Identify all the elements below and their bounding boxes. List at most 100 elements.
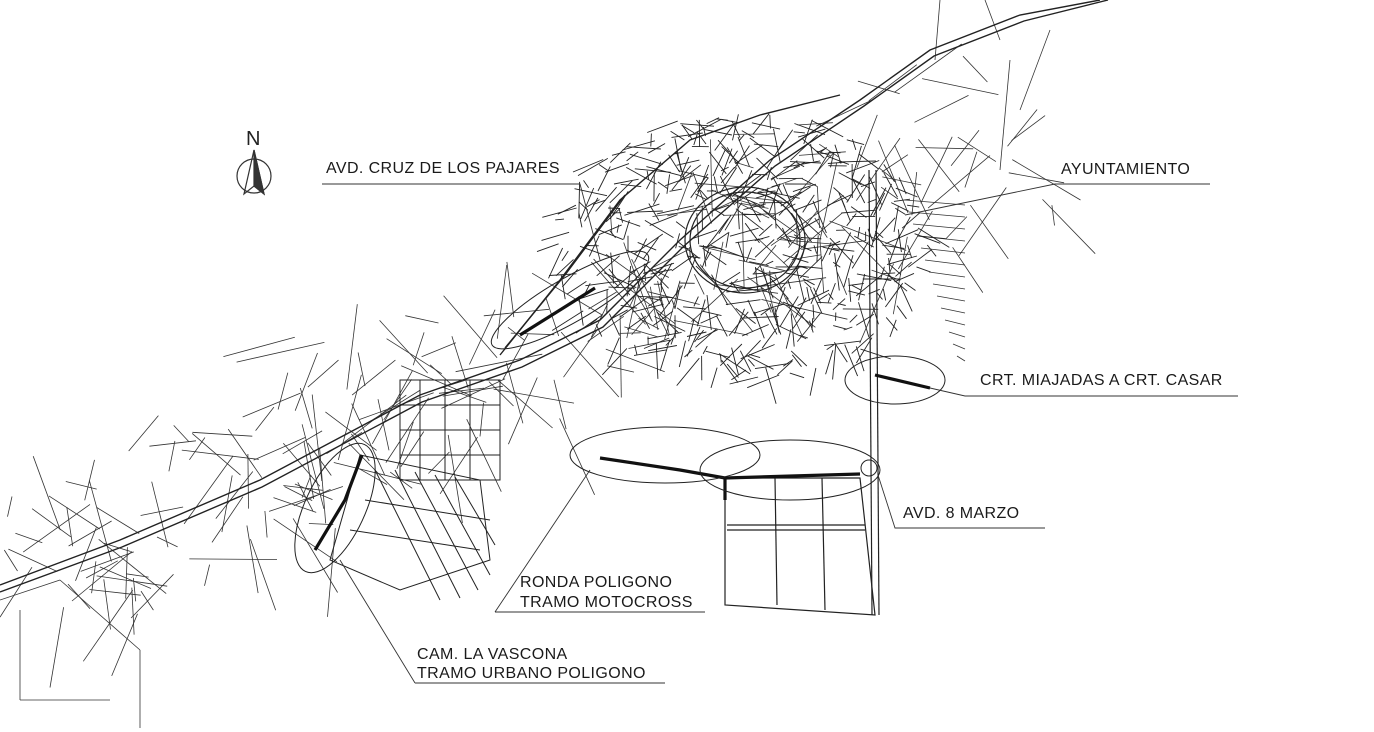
street-line	[718, 353, 751, 375]
street-line	[790, 313, 795, 347]
street-line	[728, 311, 749, 336]
street-line	[928, 271, 966, 278]
street-line	[697, 177, 709, 192]
street-line	[940, 307, 966, 314]
street-line	[626, 151, 639, 162]
street-line	[189, 437, 206, 461]
street-line	[676, 159, 700, 166]
street-line	[658, 268, 667, 277]
street-line	[204, 564, 210, 586]
street-line	[899, 284, 913, 312]
street-line	[65, 481, 97, 490]
label-leader-lines	[322, 183, 1238, 684]
street-line	[889, 319, 897, 338]
street-line	[721, 360, 739, 383]
street-line	[647, 296, 665, 307]
street-line	[629, 261, 651, 274]
street-line	[255, 406, 275, 431]
street-line	[725, 299, 761, 306]
street-line	[603, 272, 637, 289]
street-line	[85, 560, 118, 579]
street-line	[796, 213, 821, 236]
street-line	[880, 186, 899, 200]
street-line	[736, 339, 761, 366]
street-line	[812, 200, 827, 234]
street-line	[559, 418, 595, 495]
street-line	[333, 462, 421, 485]
street-line	[8, 548, 58, 572]
street-line	[687, 118, 722, 138]
street-line	[236, 342, 325, 363]
street-line	[656, 205, 695, 215]
street-line	[1011, 115, 1046, 141]
street-line	[396, 421, 414, 470]
street-line	[614, 269, 637, 289]
street-line	[627, 210, 663, 213]
street-line	[893, 205, 899, 232]
street-line	[242, 392, 301, 418]
street-line	[715, 315, 728, 337]
street-line	[918, 139, 960, 193]
street-line	[729, 282, 756, 291]
street-line	[659, 339, 671, 371]
street-line	[833, 187, 849, 202]
label-cam-la-vascona: CAM. LA VASCONA	[417, 646, 568, 663]
street-line	[506, 261, 515, 318]
street-line	[447, 434, 463, 524]
street-line	[952, 343, 966, 350]
street-line	[734, 144, 764, 165]
street-line	[781, 227, 791, 245]
street-line	[7, 496, 13, 517]
street-line	[282, 442, 321, 487]
street-line	[868, 288, 880, 295]
street-line	[829, 220, 907, 251]
street-line	[264, 510, 268, 538]
street-line	[616, 224, 620, 233]
street-line	[962, 55, 988, 83]
street-line	[22, 504, 91, 553]
street-line	[873, 192, 886, 216]
label-avd-8-marzo: AVD. 8 MARZO	[903, 505, 1020, 522]
street-line	[719, 175, 735, 206]
street-line	[758, 223, 773, 237]
street-line	[816, 99, 873, 127]
street-line	[497, 379, 553, 429]
street-line	[429, 364, 452, 385]
street-line	[883, 164, 895, 183]
street-line	[673, 151, 684, 155]
street-line	[561, 250, 569, 262]
street-line	[810, 143, 814, 162]
street-line	[690, 173, 709, 199]
street-line	[746, 355, 774, 370]
street-line	[769, 303, 782, 335]
street-line	[655, 343, 659, 379]
street-line	[888, 235, 900, 265]
street-line	[294, 483, 333, 500]
street-line	[455, 353, 543, 373]
street-line	[725, 231, 730, 248]
street-line	[777, 129, 794, 151]
street-line	[647, 120, 678, 133]
street-line	[718, 215, 732, 235]
street-line	[31, 508, 72, 538]
town-core-streets	[536, 113, 950, 404]
street-line	[301, 474, 312, 498]
street-line	[299, 387, 313, 429]
street-line	[778, 197, 796, 216]
street-line	[948, 331, 966, 338]
street-line	[250, 538, 277, 611]
street-line	[907, 204, 920, 208]
street-line	[852, 178, 866, 204]
street-line	[715, 284, 779, 294]
street-line	[665, 337, 674, 346]
street-line	[688, 318, 695, 342]
street-line	[694, 329, 704, 343]
street-line	[647, 291, 700, 305]
street-line	[71, 551, 133, 602]
street-line	[131, 587, 135, 635]
street-line	[75, 527, 97, 581]
street-line	[740, 316, 779, 319]
street-line	[59, 579, 141, 651]
street-line	[798, 218, 820, 231]
street-line	[607, 365, 635, 373]
